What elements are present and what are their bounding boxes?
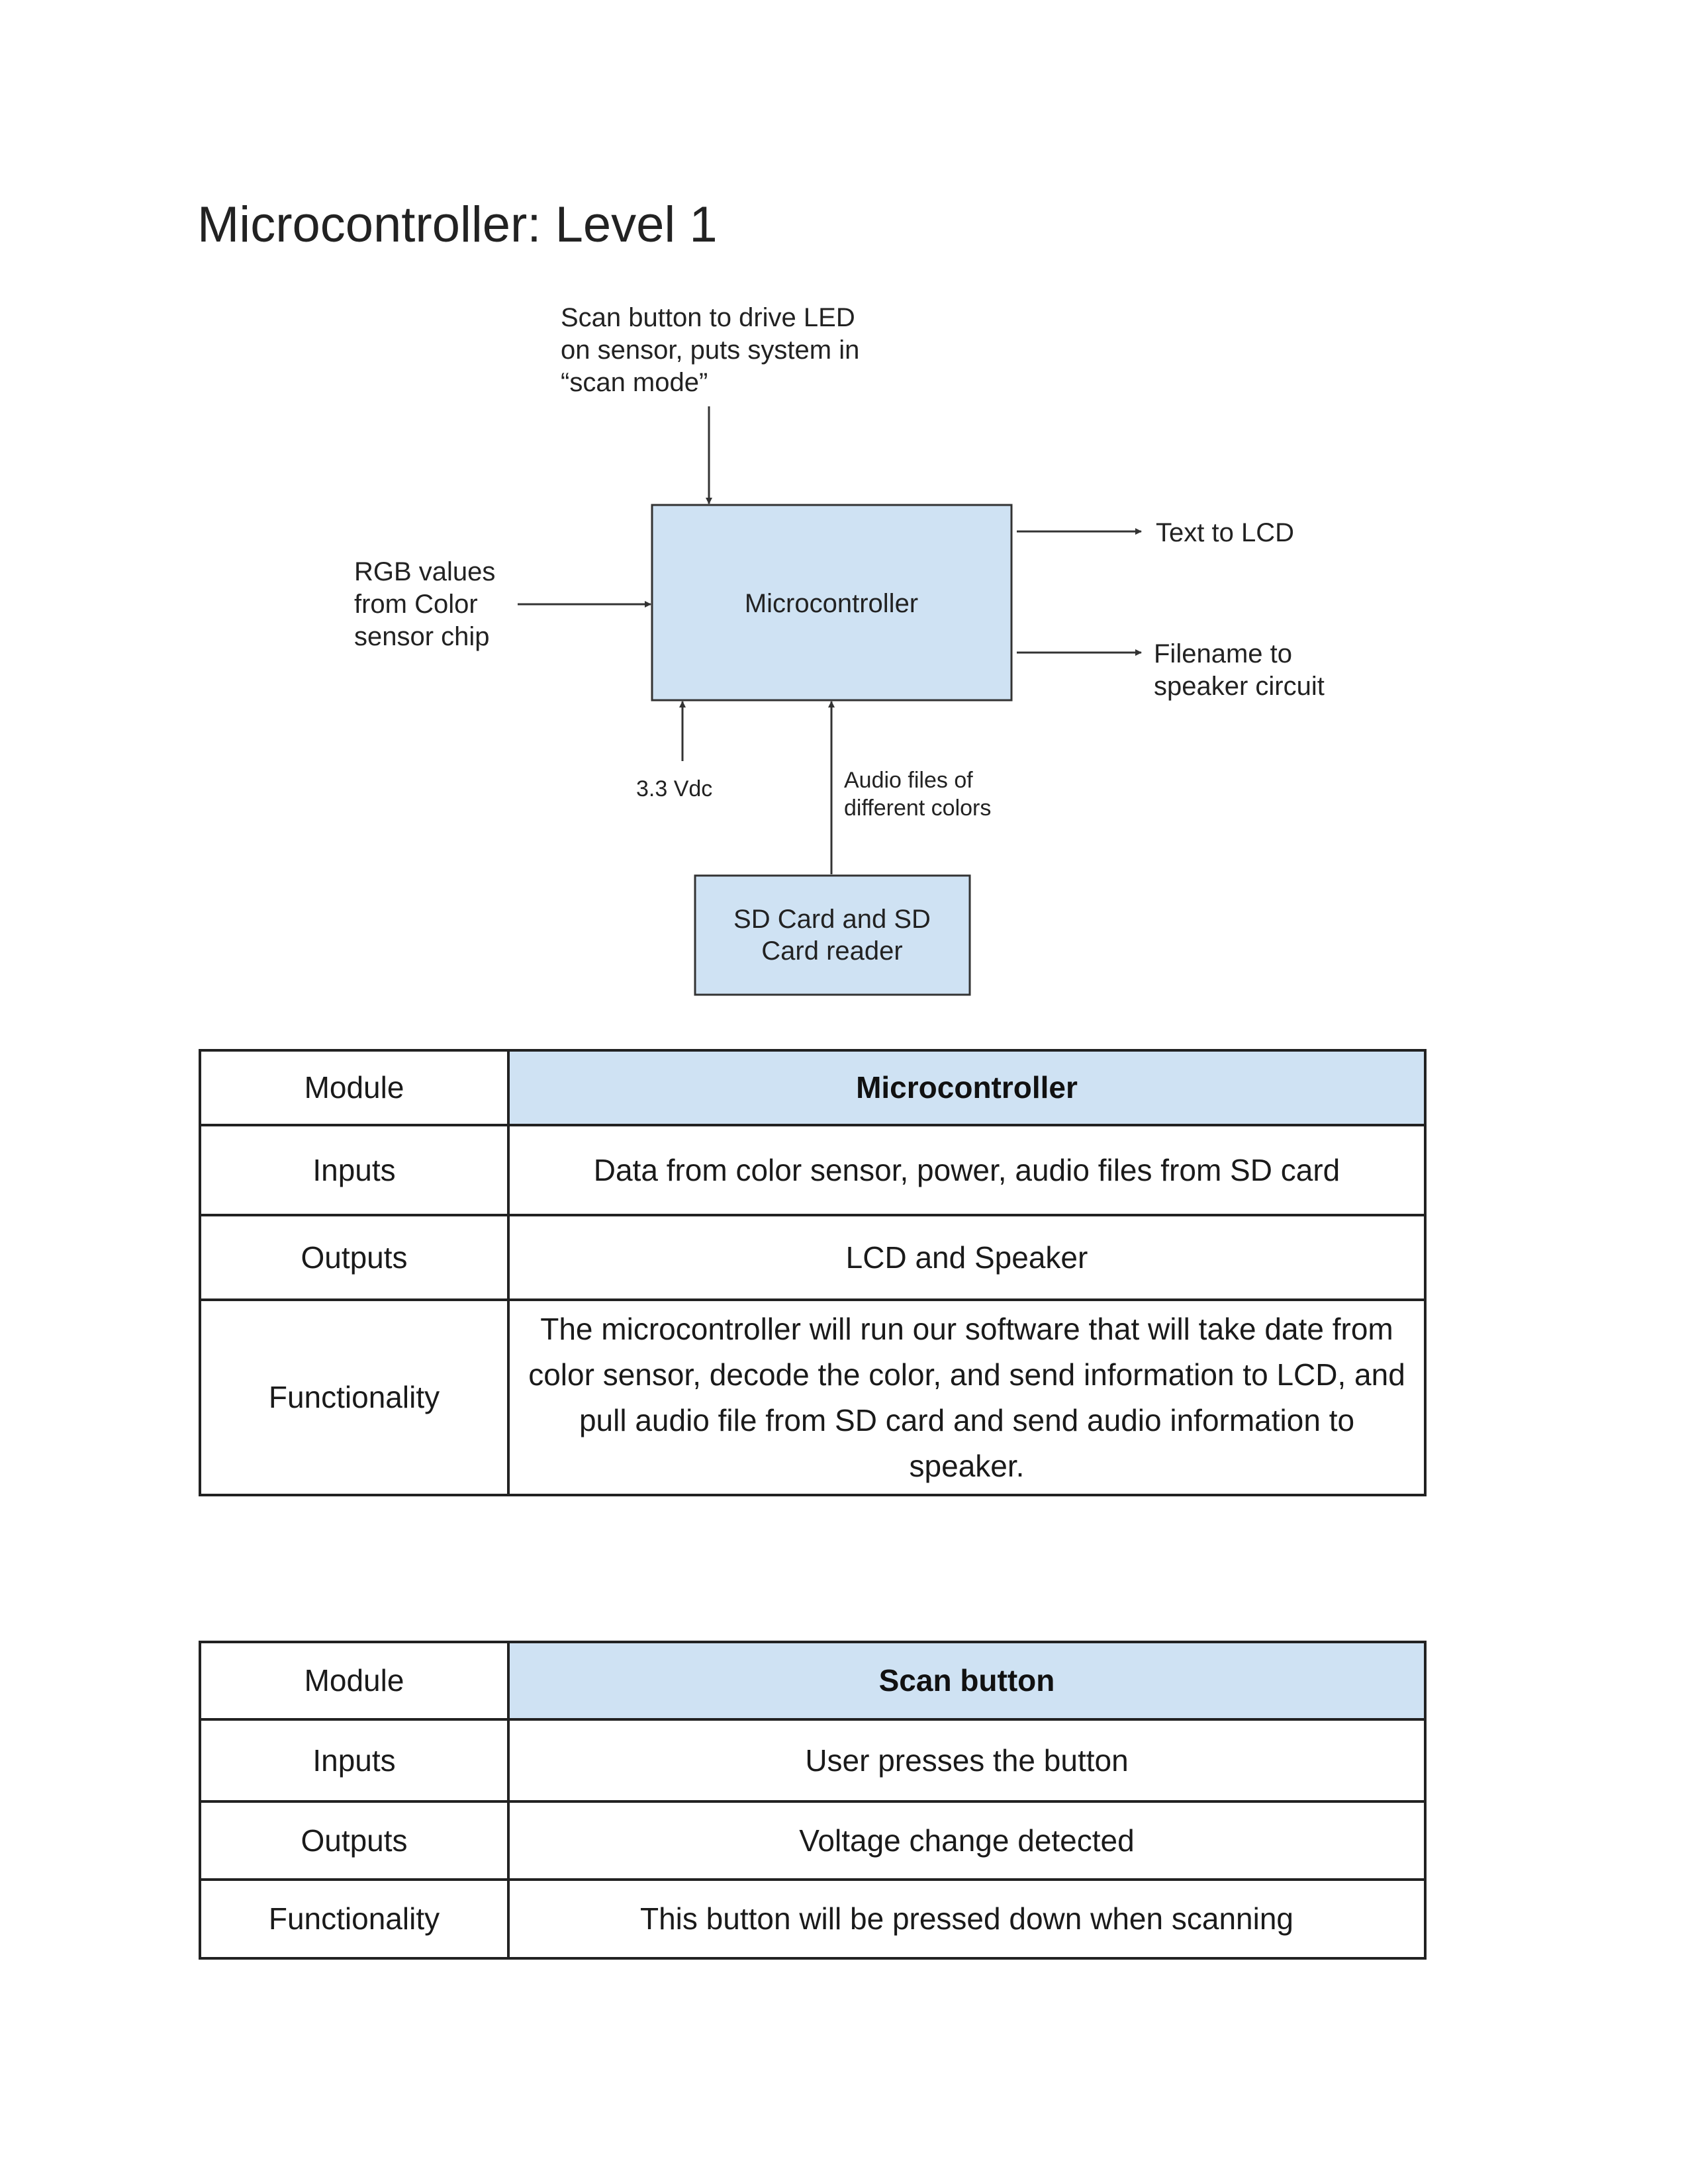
rgb-input-label-line-2: from Color xyxy=(354,590,478,619)
row-label: Inputs xyxy=(199,1718,510,1803)
power-input-label: 3.3 Vdc xyxy=(636,776,712,801)
audio-input-label-line-1: Audio files of xyxy=(844,768,973,793)
row-label: Outputs xyxy=(199,1800,510,1881)
scan-input-label-line-3: “scan mode” xyxy=(561,368,708,397)
row-label: Module xyxy=(199,1049,510,1126)
rgb-input-label-line-3: sensor chip xyxy=(354,622,490,651)
row-value: LCD and Speaker xyxy=(507,1214,1427,1301)
row-value: The microcontroller will run our softwar… xyxy=(507,1298,1427,1496)
scan-button-module-table: Module Scan button Inputs User presses t… xyxy=(199,1641,1427,1960)
text-output-label: Text to LCD xyxy=(1156,518,1294,547)
row-label: Outputs xyxy=(199,1214,510,1301)
table-row: Outputs Voltage change detected xyxy=(199,1800,1427,1881)
sd-card-block-label-line-2: Card reader xyxy=(761,936,902,966)
row-label: Functionality xyxy=(199,1878,510,1960)
microcontroller-block-label: Microcontroller xyxy=(745,589,918,618)
table-row: Inputs User presses the button xyxy=(199,1718,1427,1803)
table-row: Outputs LCD and Speaker xyxy=(199,1214,1427,1301)
scan-input-label-line-2: on sensor, puts system in xyxy=(561,336,859,365)
table-row: Functionality The microcontroller will r… xyxy=(199,1298,1427,1496)
table-row: Module Microcontroller xyxy=(199,1049,1427,1126)
sd-card-block xyxy=(694,874,971,996)
row-label: Functionality xyxy=(199,1298,510,1496)
row-value: User presses the button xyxy=(507,1718,1427,1803)
block-diagram: Microcontroller SD Card and SD Card read… xyxy=(354,303,1325,996)
microcontroller-block xyxy=(651,504,1013,702)
sd-card-block-label-line-1: SD Card and SD xyxy=(733,905,931,934)
table-row: Module Scan button xyxy=(199,1641,1427,1721)
table-row: Functionality This button will be presse… xyxy=(199,1878,1427,1960)
filename-output-label-line-1: Filename to xyxy=(1154,639,1292,668)
scan-input-label-line-1: Scan button to drive LED xyxy=(561,303,855,332)
module-name-cell: Microcontroller xyxy=(507,1049,1427,1126)
module-name-cell: Scan button xyxy=(507,1641,1427,1721)
row-label: Module xyxy=(199,1641,510,1721)
row-value: Voltage change detected xyxy=(507,1800,1427,1881)
table-row: Inputs Data from color sensor, power, au… xyxy=(199,1124,1427,1216)
row-value: Data from color sensor, power, audio fil… xyxy=(507,1124,1427,1216)
audio-input-label-line-2: different colors xyxy=(844,796,991,821)
filename-output-label-line-2: speaker circuit xyxy=(1154,672,1325,701)
row-label: Inputs xyxy=(199,1124,510,1216)
page-title: Microcontroller: Level 1 xyxy=(197,197,718,253)
microcontroller-module-table: Module Microcontroller Inputs Data from … xyxy=(199,1049,1427,1496)
row-value: This button will be pressed down when sc… xyxy=(507,1878,1427,1960)
rgb-input-label-line-1: RGB values xyxy=(354,557,495,586)
